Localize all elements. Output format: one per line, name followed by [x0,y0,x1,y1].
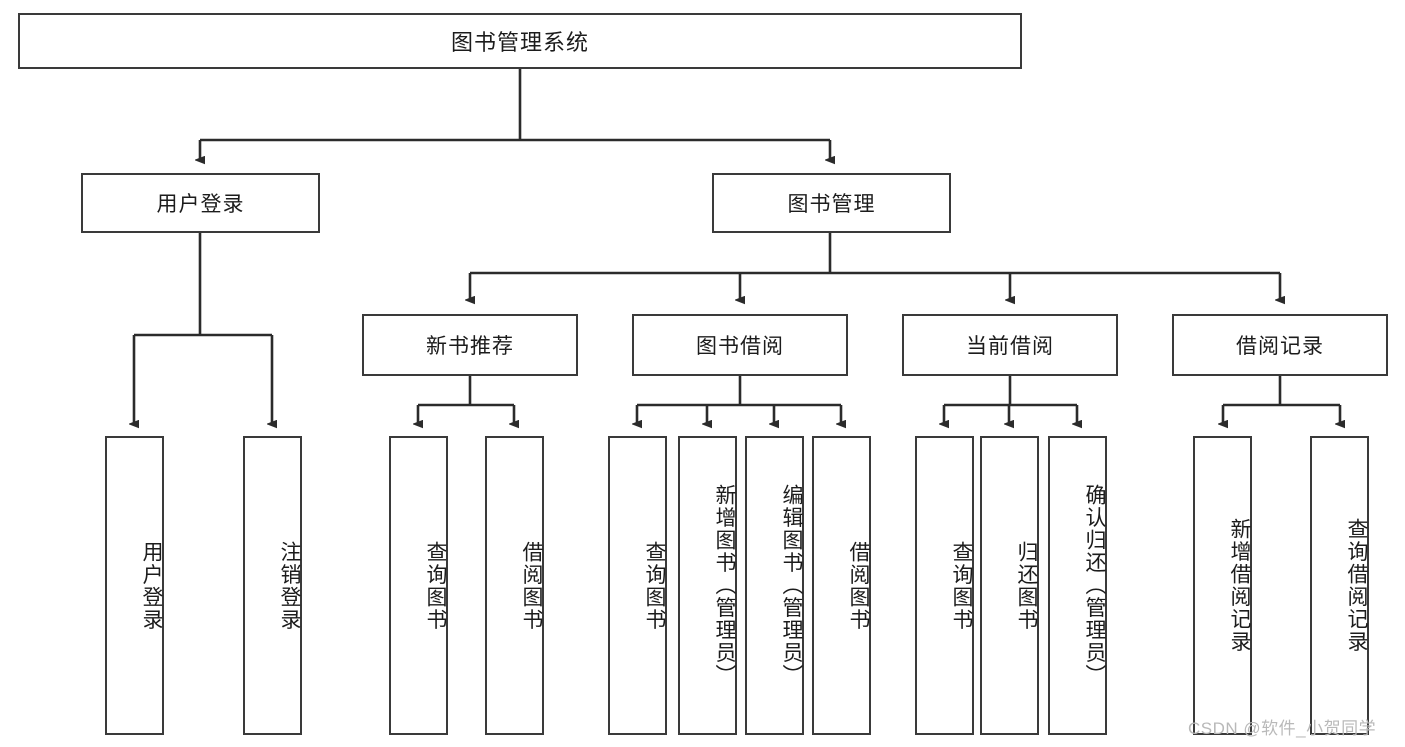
leaf-book-borrow-edit[interactable]: 编辑图书（管理员） [745,436,804,735]
leaf-label: 编辑图书（管理员） [780,484,803,687]
leaf-user-login-logout[interactable]: 注销登录 [243,436,302,735]
leaf-book-borrow-borrow[interactable]: 借阅图书 [812,436,871,735]
node-user-login[interactable]: 用户登录 [81,173,320,233]
node-book-management-label: 图书管理 [787,193,876,216]
node-root[interactable]: 图书管理系统 [18,13,1022,69]
node-root-label: 图书管理系统 [450,30,589,55]
leaf-label: 新增借阅记录 [1228,518,1251,653]
leaf-new-book-borrow[interactable]: 借阅图书 [485,436,544,735]
node-new-book-recommend[interactable]: 新书推荐 [362,314,578,376]
node-book-management[interactable]: 图书管理 [712,173,951,233]
node-borrow-record-label: 借阅记录 [1236,335,1324,358]
node-borrow-record[interactable]: 借阅记录 [1172,314,1388,376]
leaf-label: 确认归还（管理员） [1083,484,1106,687]
leaf-new-book-query[interactable]: 查询图书 [389,436,448,735]
leaf-borrow-record-add[interactable]: 新增借阅记录 [1193,436,1252,735]
leaf-label: 用户登录 [140,540,163,631]
watermark: CSDN @软件_小贺同学 [1188,719,1377,738]
node-current-borrow-label: 当前借阅 [966,335,1054,358]
node-current-borrow[interactable]: 当前借阅 [902,314,1118,376]
node-new-book-recommend-label: 新书推荐 [426,335,514,358]
leaf-label: 查询借阅记录 [1345,518,1368,653]
leaf-book-borrow-add[interactable]: 新增图书（管理员） [678,436,737,735]
leaf-label: 新增图书（管理员） [713,484,736,687]
leaf-label: 归还图书 [1015,540,1038,631]
leaf-label: 借阅图书 [520,540,543,631]
leaf-label: 借阅图书 [847,540,870,631]
leaf-current-borrow-return[interactable]: 归还图书 [980,436,1039,735]
leaf-label: 查询图书 [643,540,666,631]
leaf-book-borrow-query[interactable]: 查询图书 [608,436,667,735]
leaf-label: 查询图书 [424,540,447,631]
leaf-label: 注销登录 [278,540,301,631]
leaf-current-borrow-query[interactable]: 查询图书 [915,436,974,735]
leaf-borrow-record-query[interactable]: 查询借阅记录 [1310,436,1369,735]
leaf-label: 查询图书 [950,540,973,631]
node-book-borrow-label: 图书借阅 [696,335,784,358]
node-user-login-label: 用户登录 [156,193,245,216]
leaf-current-borrow-confirm[interactable]: 确认归还（管理员） [1048,436,1107,735]
node-book-borrow[interactable]: 图书借阅 [632,314,848,376]
leaf-user-login-login[interactable]: 用户登录 [105,436,164,735]
